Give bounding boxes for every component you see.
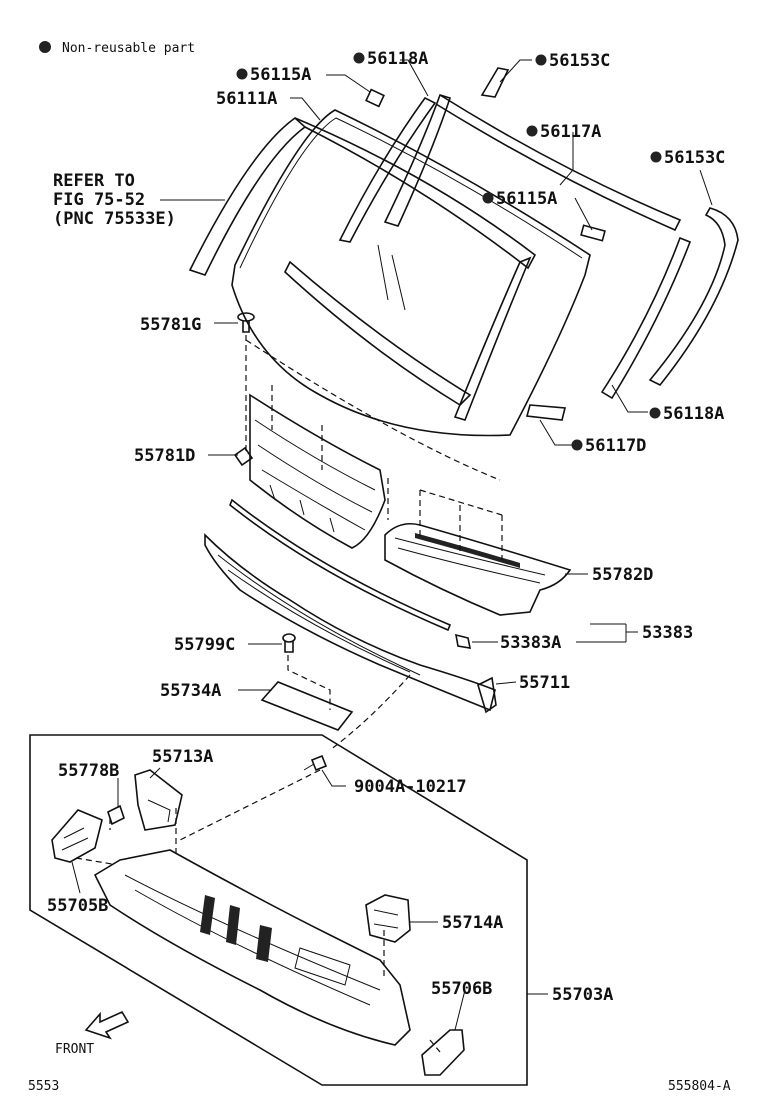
marker-56115A-mid <box>482 192 494 204</box>
label-55781G: 55781G <box>140 315 201 335</box>
label-55705B: 55705B <box>47 896 108 916</box>
label-53383: 53383 <box>642 623 693 643</box>
part-56118A-top-strip <box>338 96 437 243</box>
part-9004A-bolt <box>303 754 328 772</box>
non-reusable-markers <box>236 52 662 451</box>
label-55711: 55711 <box>519 673 570 693</box>
part-55778B-clip <box>107 804 125 826</box>
marker-56117D <box>571 439 583 451</box>
marker-56117A <box>526 125 538 137</box>
part-56118A-right-strip <box>600 236 692 400</box>
marker-56118A-top <box>353 52 365 64</box>
part-55782D-louver <box>384 522 572 616</box>
part-55734A-sheet <box>260 681 354 731</box>
footer-right: 555804-A <box>668 1079 731 1094</box>
weatherstrip-long <box>229 498 452 632</box>
footer-left: 5553 <box>28 1079 59 1094</box>
label-53383A: 53383A <box>500 633 561 653</box>
guide-lines <box>75 335 503 1053</box>
label-55781D: 55781D <box>134 446 195 466</box>
label-55706B: 55706B <box>431 979 492 999</box>
part-55781D-louver <box>233 393 386 549</box>
part-56117A-strip <box>383 94 682 232</box>
marker-56153C-top <box>535 54 547 66</box>
label-9004A-10217: 9004A-10217 <box>354 777 467 797</box>
part-56153C-right-strip <box>648 207 739 387</box>
label-refer-line1: REFER TO <box>53 171 135 191</box>
part-55781G-clip <box>237 312 255 333</box>
marker-56115A-top <box>236 68 248 80</box>
label-55703A: 55703A <box>552 985 613 1005</box>
part-55711-panel <box>204 533 497 714</box>
part-56153C-top-corner <box>480 67 510 98</box>
label-55782D: 55782D <box>592 565 653 585</box>
label-56117A: 56117A <box>540 122 601 142</box>
label-55799C: 55799C <box>174 635 235 655</box>
dam-strip <box>284 256 532 421</box>
windshield-glass <box>231 109 591 437</box>
label-55713A: 55713A <box>152 747 213 767</box>
label-56115A-mid: 56115A <box>496 189 557 209</box>
front-arrow-icon <box>84 1010 130 1040</box>
part-55799C-clip <box>282 633 296 653</box>
part-56117D <box>525 404 567 421</box>
label-56117D: 56117D <box>585 436 646 456</box>
part-55706B-bracket <box>421 1029 465 1076</box>
part-55713A-bracket <box>134 769 183 831</box>
assembly-box <box>29 734 528 1086</box>
marker-56153C-right <box>650 151 662 163</box>
label-56118A-right: 56118A <box>663 404 724 424</box>
legend-dot-icon <box>39 41 51 53</box>
label-refer-line2: FIG 75-52 <box>53 190 145 210</box>
label-56118A-top: 56118A <box>367 49 428 69</box>
label-56153C-right: 56153C <box>664 148 725 168</box>
molding-left <box>188 116 537 276</box>
label-55734A: 55734A <box>160 681 221 701</box>
label-refer-line3: (PNC 75533E) <box>53 209 176 229</box>
part-55703A-cowl <box>93 849 411 1046</box>
part-55714A-bracket <box>365 894 411 943</box>
part-53383A-clip <box>454 633 472 649</box>
leader-lines <box>71 59 713 1031</box>
label-55714A: 55714A <box>442 913 503 933</box>
label-front: FRONT <box>55 1042 94 1057</box>
label-56115A-top: 56115A <box>250 65 311 85</box>
label-55778B: 55778B <box>58 761 119 781</box>
label-56153C-top: 56153C <box>549 51 610 71</box>
part-56115A-mid-clip <box>580 224 606 242</box>
label-56111A: 56111A <box>216 89 277 109</box>
marker-56118A-right <box>649 407 661 419</box>
part-55705B-bracket <box>51 809 103 863</box>
part-56115A-top-clip <box>365 88 385 108</box>
legend-text: Non-reusable part <box>62 41 195 56</box>
